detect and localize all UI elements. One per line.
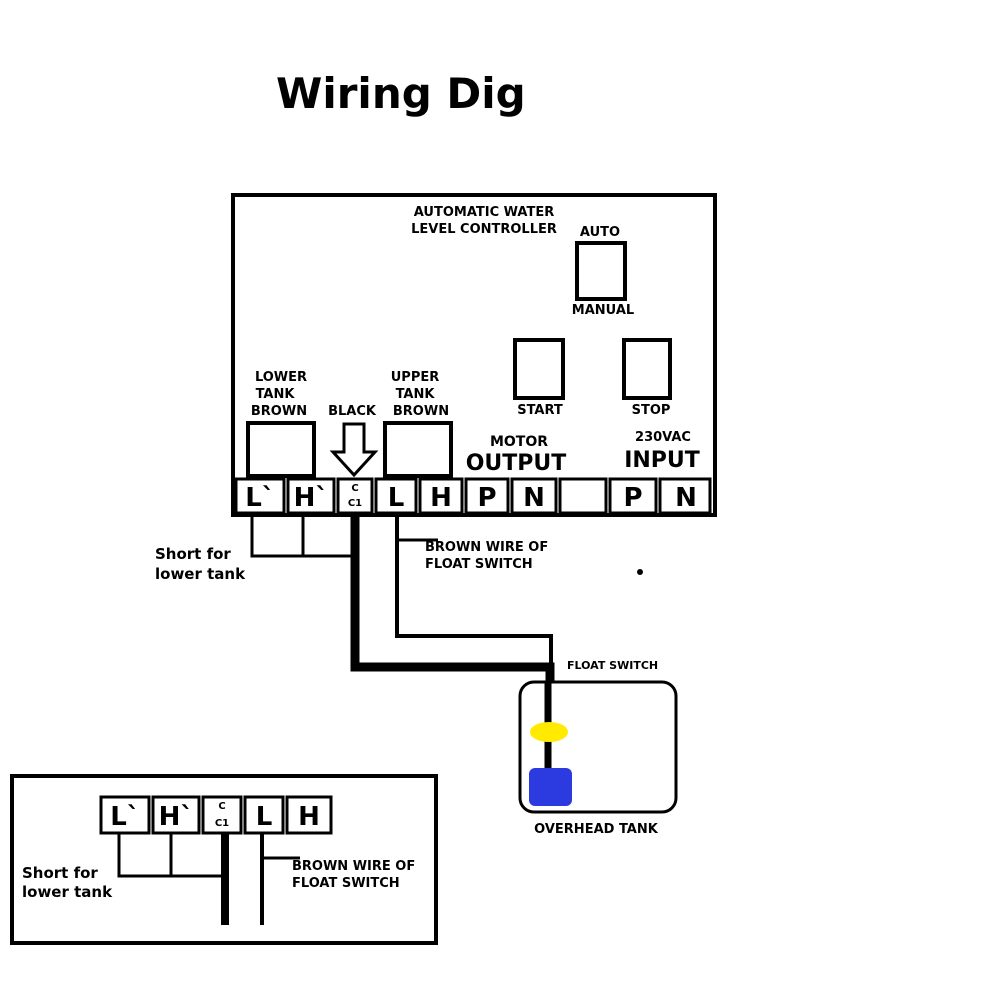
inset-short-note-line1: Short for xyxy=(22,864,98,882)
controller-box xyxy=(231,193,717,517)
inset-brown-note-line2: FLOAT SWITCH xyxy=(292,876,400,891)
inset-terminal-c-label: C xyxy=(218,801,225,812)
stop-label: STOP xyxy=(632,403,671,418)
inset-terminal-h-prime xyxy=(151,795,201,835)
overhead-tank-label: OVERHEAD TANK xyxy=(534,822,659,837)
terminal-strip: L` H` C C1 L H P N P N xyxy=(234,477,712,515)
lower-tank-label-line2: TANK xyxy=(256,387,296,402)
terminal-h-label: H xyxy=(430,483,452,513)
upper-tank-label-line3: BROWN xyxy=(393,404,449,419)
upper-tank-label-line2: TANK xyxy=(396,387,436,402)
inset-terminal-l-label: L xyxy=(256,802,273,832)
terminal-blank xyxy=(558,477,608,515)
inset-short-note-line2: lower tank xyxy=(22,883,113,901)
upper-tank-connector xyxy=(383,421,453,478)
lower-tank-label-line3: BROWN xyxy=(251,404,307,419)
terminal-l-prime-label: L` xyxy=(245,483,275,513)
motor-label: MOTOR xyxy=(490,434,548,450)
lower-tank-label-line1: LOWER xyxy=(255,370,307,385)
inset-terminal-c xyxy=(201,795,243,835)
float-ball xyxy=(530,722,568,742)
terminal-l[interactable] xyxy=(374,477,418,515)
terminal-c1-label: C1 xyxy=(348,498,362,509)
short-note-line1: Short for xyxy=(155,545,231,563)
terminal-l-label: L xyxy=(388,483,405,513)
inset-terminal-l-prime-label: L` xyxy=(110,802,140,832)
terminal-input-n-label: N xyxy=(675,483,697,513)
vac-label: 230VAC xyxy=(635,430,691,445)
lower-tank-connector xyxy=(246,421,316,478)
inset-terminal-l xyxy=(243,795,285,835)
input-label: INPUT xyxy=(624,448,700,473)
inset-box xyxy=(10,774,438,945)
float-weight xyxy=(529,768,572,806)
inset-detail: L` H` C C1 L H Short for lower tank BROW… xyxy=(10,774,438,945)
terminal-l-prime[interactable] xyxy=(234,477,286,515)
black-label: BLACK xyxy=(328,404,377,419)
short-note-line2: lower tank xyxy=(155,565,246,583)
terminal-c[interactable] xyxy=(336,477,374,515)
brown-wire-note-line2: FLOAT SWITCH xyxy=(425,557,533,572)
start-label: START xyxy=(517,403,563,418)
start-button[interactable] xyxy=(513,338,565,400)
stop-button[interactable] xyxy=(622,338,672,400)
stray-dot xyxy=(637,569,643,575)
diagram-title: Wiring Dig xyxy=(276,69,526,118)
brown-wire-note-line1: BROWN WIRE OF xyxy=(425,540,548,555)
terminal-c-label: C xyxy=(351,483,358,494)
terminal-input-p[interactable] xyxy=(608,477,658,515)
inset-short-wire xyxy=(117,833,225,878)
terminal-h-prime[interactable] xyxy=(286,477,336,515)
terminal-h[interactable] xyxy=(418,477,464,515)
float-switch-label: FLOAT SWITCH xyxy=(567,659,658,672)
auto-manual-switch[interactable] xyxy=(575,241,627,301)
terminal-output-n-label: N xyxy=(523,483,545,513)
inset-terminal-h-prime-label: H` xyxy=(159,802,194,832)
terminal-input-p-label: P xyxy=(623,483,642,513)
short-wire-lower-tank xyxy=(250,513,352,558)
upper-tank-label-line1: UPPER xyxy=(391,370,440,385)
terminal-h-prime-label: H` xyxy=(294,483,329,513)
terminal-output-p[interactable] xyxy=(464,477,510,515)
terminal-input-n[interactable] xyxy=(658,477,712,515)
terminal-output-n[interactable] xyxy=(510,477,558,515)
output-label: OUTPUT xyxy=(466,451,567,476)
controller-heading-line2: LEVEL CONTROLLER xyxy=(411,222,557,237)
inset-brown-pointer xyxy=(260,833,300,860)
float-switch-wire xyxy=(395,513,553,690)
auto-label: AUTO xyxy=(580,225,620,240)
manual-label: MANUAL xyxy=(572,303,634,318)
inset-terminal-h-label: H xyxy=(298,802,320,832)
inset-terminal-c1-label: C1 xyxy=(215,818,229,829)
inset-terminal-h xyxy=(285,795,333,835)
inset-terminal-l-prime xyxy=(99,795,151,835)
terminal-output-p-label: P xyxy=(477,483,496,513)
inset-brown-note-line1: BROWN WIRE OF xyxy=(292,859,415,874)
down-arrow-icon xyxy=(329,422,379,478)
controller-heading-line1: AUTOMATIC WATER xyxy=(414,205,554,220)
